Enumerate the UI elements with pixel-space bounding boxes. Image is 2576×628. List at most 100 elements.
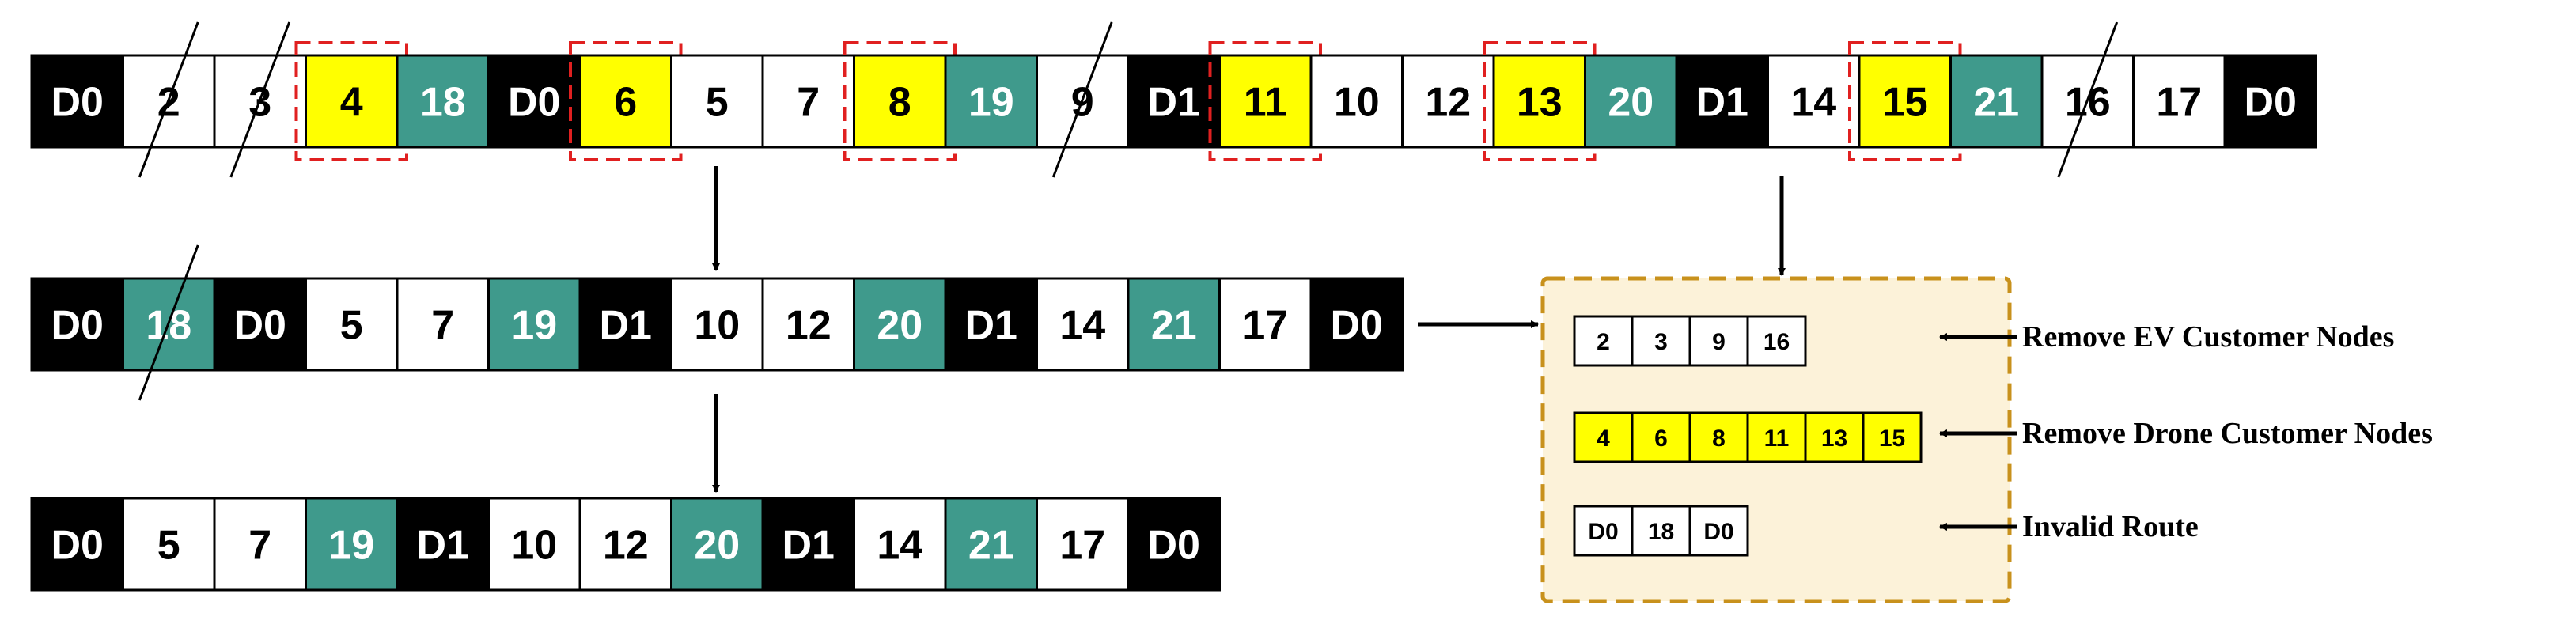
panel-node-label: 2 xyxy=(1597,329,1610,355)
panel-node-box xyxy=(1573,315,1634,367)
node-box xyxy=(578,277,672,372)
node-box xyxy=(944,277,1038,372)
panel-node-label: 4 xyxy=(1597,426,1610,452)
node-box xyxy=(1127,497,1221,592)
node-label: 14 xyxy=(877,523,922,569)
panel-node-label: 3 xyxy=(1654,329,1668,355)
node-label: D0 xyxy=(508,80,560,126)
node-label: 5 xyxy=(157,523,180,569)
node-label: 10 xyxy=(511,523,557,569)
node-label: 21 xyxy=(968,523,1014,569)
row2-cell-teal: 20 xyxy=(853,277,947,372)
node-box xyxy=(396,277,490,372)
node-label: 5 xyxy=(340,303,363,349)
row1-cell-teal: 19 xyxy=(944,54,1038,149)
row1-cell-drone: 15 xyxy=(1848,41,1962,161)
panel-node-box xyxy=(1746,315,1807,367)
node-box xyxy=(1767,54,1861,149)
row2-cell-depot: D0 xyxy=(30,277,124,372)
node-box xyxy=(30,54,124,149)
row1-cell-drone: 6 xyxy=(569,41,683,161)
row3-cell-ev: 5 xyxy=(122,497,216,592)
row2-cell-teal: 21 xyxy=(1127,277,1221,372)
node-label: 20 xyxy=(694,523,740,569)
node-label: 14 xyxy=(1059,303,1105,349)
panel-node-label: 9 xyxy=(1712,329,1726,355)
row1-cell-depot: D0 xyxy=(487,54,581,149)
node-box xyxy=(1858,54,1952,149)
node-box xyxy=(761,277,855,372)
row1-cell-ev: 17 xyxy=(2132,54,2226,149)
row1-cell-depot: D1 xyxy=(1127,54,1221,149)
node-label: 17 xyxy=(1242,303,1288,349)
node-label: 12 xyxy=(603,523,649,569)
panel-node-label: 16 xyxy=(1763,329,1790,355)
row1-cell-teal: 21 xyxy=(1949,54,2044,149)
node-label: 20 xyxy=(877,303,922,349)
panel-node-label: D0 xyxy=(1703,519,1733,545)
node-box xyxy=(1675,54,1769,149)
node-box xyxy=(944,497,1038,592)
node-box xyxy=(578,497,672,592)
row1-cell-depot: D1 xyxy=(1675,54,1769,149)
node-label: 19 xyxy=(328,523,374,569)
node-label: 17 xyxy=(2156,80,2202,126)
panel-node-box xyxy=(1573,411,1634,463)
strike-through-line xyxy=(138,21,199,178)
node-box xyxy=(1949,54,2044,149)
panel-node-label: 11 xyxy=(1764,426,1790,452)
panel-node-box xyxy=(1862,411,1923,463)
panel-group-label: Remove EV Customer Nodes xyxy=(2022,320,2394,354)
panel-group-label: Remove Drone Customer Nodes xyxy=(2022,417,2433,450)
node-label: D1 xyxy=(782,523,835,569)
row1-cell-ev: 5 xyxy=(670,54,764,149)
node-label: 11 xyxy=(1244,80,1287,126)
node-label: 5 xyxy=(706,80,729,126)
panel-node-box xyxy=(1688,411,1749,463)
panel-node-box xyxy=(1631,315,1691,367)
row1-cell-ev: 12 xyxy=(1401,54,1495,149)
row1-cell-drone: 11 xyxy=(1208,41,1322,161)
intermediate-route-row: D018D05719D1101220D1142117D0 xyxy=(30,244,1404,401)
node-box xyxy=(853,497,947,592)
node-label: 21 xyxy=(1973,80,2019,126)
node-label: D0 xyxy=(51,303,104,349)
row1-cell-teal: 18 xyxy=(396,54,490,149)
node-label: 14 xyxy=(1790,80,1836,126)
panel-node-label: 6 xyxy=(1654,426,1668,452)
row1-cell-ev: 16 xyxy=(2040,21,2135,178)
node-box xyxy=(1218,54,1313,149)
row1-cell-teal: 20 xyxy=(1584,54,1678,149)
row1-cell-ev: 2 xyxy=(122,21,216,178)
row3-cell-teal: 20 xyxy=(670,497,764,592)
row3-cell-ev: 10 xyxy=(487,497,581,592)
node-label: 19 xyxy=(511,303,557,349)
node-box xyxy=(305,497,399,592)
node-label: 13 xyxy=(1517,80,1563,126)
strike-through-line xyxy=(1051,21,1113,178)
panel-node-box xyxy=(1631,411,1691,463)
strike-through-line xyxy=(138,244,199,401)
node-box xyxy=(213,54,307,149)
node-box xyxy=(853,54,947,149)
row1-cell-drone: 4 xyxy=(294,41,408,161)
node-box xyxy=(213,277,307,372)
node-label: 19 xyxy=(968,80,1014,126)
row3-cell-ev: 17 xyxy=(1036,497,1130,592)
row1-cell-drone: 13 xyxy=(1483,41,1597,161)
row3-cell-ev: 12 xyxy=(578,497,672,592)
node-label: D0 xyxy=(1148,523,1200,569)
node-label: D1 xyxy=(965,303,1017,349)
panel-node-box xyxy=(1631,505,1691,557)
node-label: 7 xyxy=(431,303,454,349)
row3-cell-depot: D1 xyxy=(761,497,855,592)
node-box xyxy=(1309,54,1404,149)
row1-cell-ev: 14 xyxy=(1767,54,1861,149)
row2-cell-teal: 18 xyxy=(122,244,216,401)
row1-cell-depot: D0 xyxy=(2223,54,2317,149)
node-label: 7 xyxy=(248,523,271,569)
